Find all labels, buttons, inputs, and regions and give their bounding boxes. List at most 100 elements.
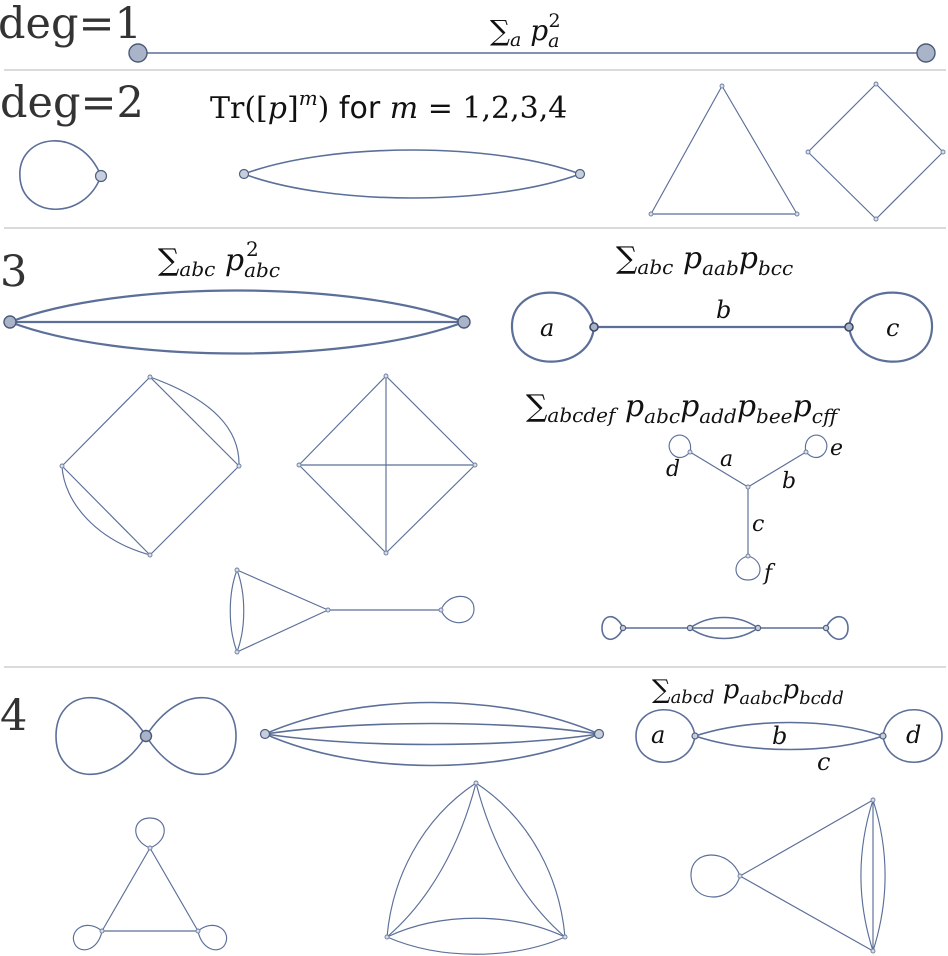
deg3-dumbbell-label-c: c xyxy=(886,314,899,342)
section-deg3: 3 ∑abc pabc2 ∑abc paabpbcc a b c ∑abcdef… xyxy=(0,237,934,655)
deg3-chain-vertex-3 xyxy=(754,624,762,632)
deg4-lt-edge-top xyxy=(739,799,874,877)
deg3-star-label-f: f xyxy=(762,561,776,586)
deg4-tri3-loop-top xyxy=(135,817,165,849)
deg4-lt-arc-right xyxy=(872,799,886,952)
deg3-k4-vertex-top xyxy=(383,373,389,379)
deg4-tri-d-left-out xyxy=(386,782,477,938)
deg3-dumbbell-loop-a xyxy=(510,291,596,363)
deg4-multi-vertex-right xyxy=(593,728,605,740)
section-deg4: 4 ∑abcd paabcpbcdd a xyxy=(0,675,943,955)
deg3-formula-a: ∑abc pabc2 xyxy=(158,237,280,282)
deg4-tri3-loop-left xyxy=(72,924,103,951)
section-deg1: deg=1 ∑a pa2 xyxy=(0,0,936,63)
deg4-tri3-edges xyxy=(101,847,199,932)
deg4-lt-loop xyxy=(690,854,741,898)
deg3-tri-left-arc-in xyxy=(236,569,245,653)
deg2-m4-vertex-left xyxy=(805,149,811,155)
deg3-triangle-tail xyxy=(229,567,475,655)
deg2-m3-triangle xyxy=(650,85,798,215)
deg3-theta-upper xyxy=(8,289,466,324)
deg3-star-label-e: e xyxy=(830,436,843,461)
deg3-tri-vertex-tail xyxy=(438,607,444,613)
deg2-m1-loop xyxy=(19,140,102,210)
deg3-tri-edge-bottom xyxy=(236,609,329,653)
deg4-multi-arc-2 xyxy=(264,722,600,735)
deg3-tri-vertex-top xyxy=(234,567,240,573)
deg4-eight-loop-left xyxy=(55,696,147,776)
deg3-chain-lens-bottom xyxy=(689,627,759,640)
deg3-theta-vertex-left xyxy=(3,315,17,329)
deg3-dumbbell-label-b: b xyxy=(716,296,731,324)
deg3-dumbbell-vertex-left xyxy=(589,322,599,332)
deg3-star-edge-b xyxy=(747,451,807,488)
deg3-dumbbell-label-a: a xyxy=(540,314,554,342)
deg4-tri-d-vertex-left xyxy=(384,934,390,940)
deg3-k4-vertex-left xyxy=(296,462,302,468)
deg3-star-graph: a b c d e f xyxy=(666,434,843,586)
deg4-lt-arc-left xyxy=(860,799,874,952)
deg3-chain-lens-top xyxy=(689,616,759,629)
deg3-square-vertex-right xyxy=(236,463,242,469)
deg2-m2-vertex-left xyxy=(238,168,250,180)
deg3-dumbbell-vertex-right xyxy=(844,322,854,332)
deg4-multi-edge xyxy=(259,701,605,767)
deg2-m4-vertex-right xyxy=(940,149,946,155)
deg3-star-vertex-center xyxy=(745,484,751,490)
deg4-multi-arc-3 xyxy=(264,733,600,746)
deg2-formula: Tr([p]m) for m = 1,2,3,4 xyxy=(210,86,567,126)
deg2-m4-diamond xyxy=(807,83,944,220)
deg4-lt-vertex-bottom xyxy=(870,948,876,954)
deg2-m3-vertex-left xyxy=(648,211,654,217)
deg4-tri-d-vertex-right xyxy=(562,934,568,940)
deg3-tri-edge-top xyxy=(236,569,329,611)
deg3-chain-loop-left xyxy=(601,615,624,641)
deg2-m3-vertex-top xyxy=(719,83,725,89)
deg3-square-vertex-bottom xyxy=(147,552,153,558)
deg3-star-label-d: d xyxy=(666,457,680,482)
deg3-tri-vertex-bottom xyxy=(234,649,240,655)
deg3-theta-lower xyxy=(8,320,466,355)
deg3-star-label-c: c xyxy=(752,512,764,537)
deg4-multi-arc-1 xyxy=(264,701,600,735)
deg4-label: 4 xyxy=(0,691,27,741)
deg4-tri-d-right-in xyxy=(475,782,566,938)
section-deg2: deg=2 Tr([p]m) for m = 1,2,3,4 xyxy=(0,78,946,222)
deg2-m1-vertex xyxy=(94,169,108,183)
deg3-star-loop-d xyxy=(668,434,692,459)
deg3-chain-vertex-1 xyxy=(619,624,627,632)
deg3-star-vertex-e xyxy=(803,449,809,455)
deg4-dumbbell-loop-d xyxy=(882,708,943,764)
deg2-m3-vertex-right xyxy=(794,211,800,217)
deg4-loop-triangle-triple xyxy=(690,797,886,954)
deg4-triangle-double xyxy=(384,780,568,955)
deg3-label: 3 xyxy=(0,247,27,297)
deg4-tri-d-right-out xyxy=(475,782,566,938)
deg4-dumbbell-label-b: b xyxy=(772,722,787,750)
deg3-tri-left-arc-out xyxy=(229,569,238,653)
deg4-eight-vertex xyxy=(139,729,153,743)
deg4-formula: ∑abcd paabcpbcdd xyxy=(652,675,844,709)
deg1-formula: ∑a pa2 xyxy=(490,10,561,52)
deg1-label: deg=1 xyxy=(0,0,142,49)
deg4-tri3-loop-right xyxy=(197,924,228,951)
deg3-star-label-b: b xyxy=(782,469,796,494)
deg3-dumbbell-loop-c xyxy=(847,291,934,363)
deg2-m2-vertex-right xyxy=(574,168,586,180)
deg1-vertex-right xyxy=(916,43,936,63)
deg3-formula-b: ∑abc paabpbcc xyxy=(616,241,793,280)
deg3-square-vertex-top xyxy=(147,374,153,380)
deg2-m2-lens xyxy=(243,149,581,199)
deg4-dumbbell-arc-b xyxy=(694,721,884,737)
deg3-star-edge-a xyxy=(689,451,749,488)
deg3-tri-vertex-right xyxy=(325,607,331,613)
deg4-lt-vertex-top xyxy=(870,797,876,803)
deg3-chain-vertex-4 xyxy=(822,624,830,632)
deg4-dumbbell-vertex-right xyxy=(879,732,887,740)
deg4-figure-eight xyxy=(55,696,237,776)
deg3-star-loop-e xyxy=(804,434,828,459)
deg4-dumbbell-vertex-left xyxy=(691,732,699,740)
deg3-star-loop-f xyxy=(735,555,761,581)
deg4-dumbbell-label-c: c xyxy=(817,748,830,776)
